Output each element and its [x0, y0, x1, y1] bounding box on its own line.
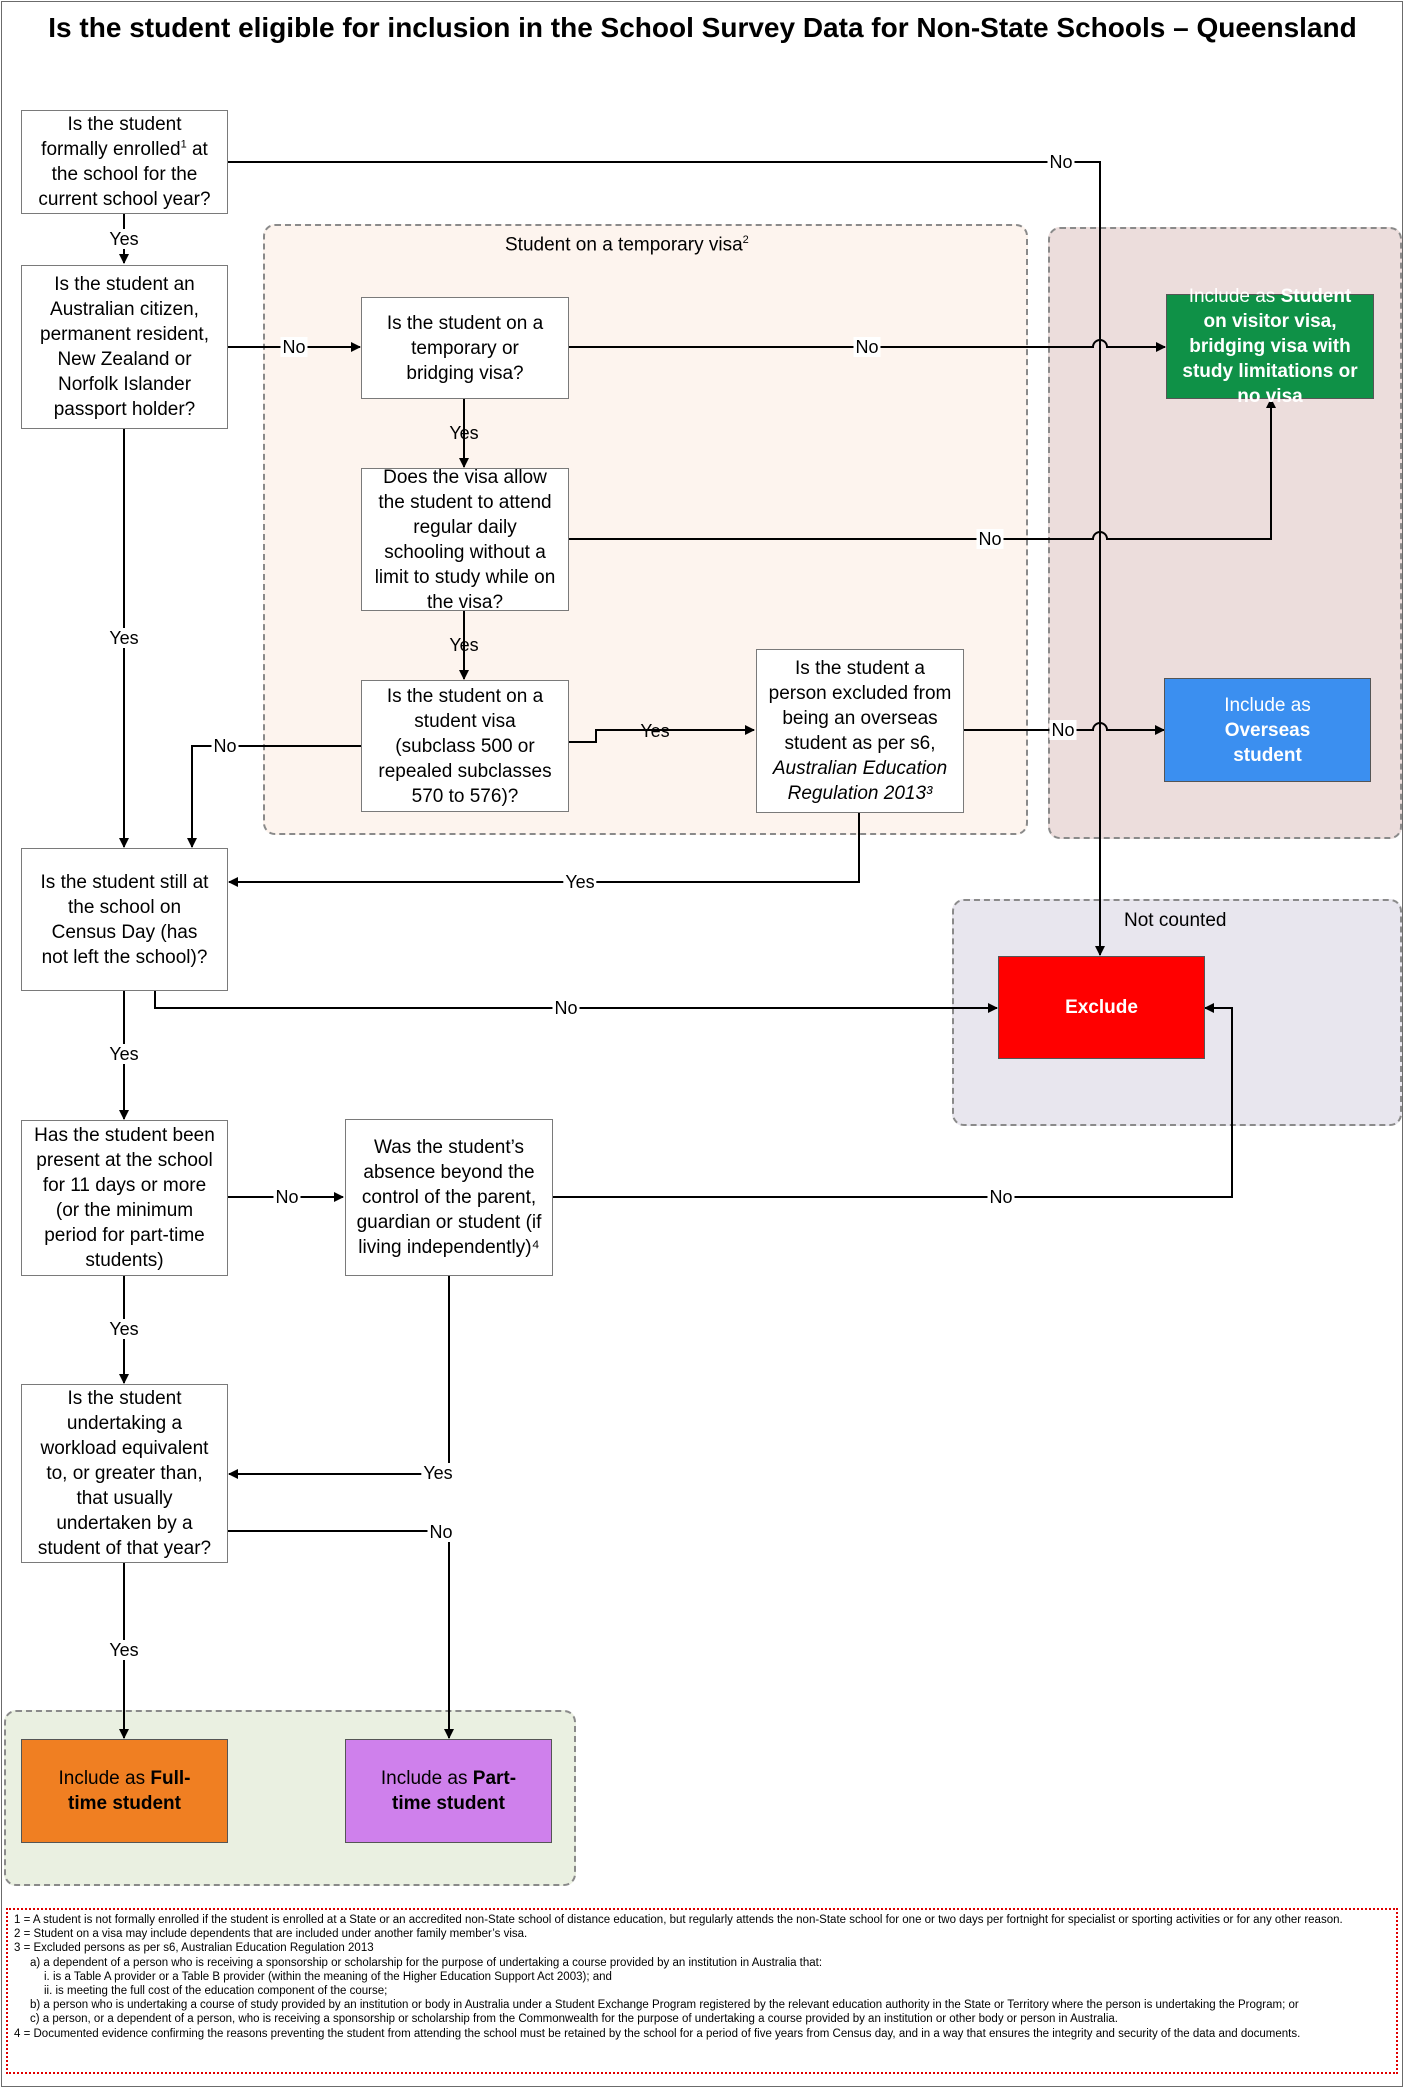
label-q5-no: No	[211, 736, 239, 756]
question-temporary-visa: Is the student on a temporary or bridgin…	[361, 297, 569, 399]
outcome-part-time: Include as Part-time student	[345, 1739, 552, 1843]
question-student-visa: Is the student on a student visa (subcla…	[361, 680, 569, 812]
question-absence-beyond-control: Was the student’s absence beyond the con…	[345, 1119, 553, 1276]
label-q7-yes: Yes	[107, 1044, 141, 1064]
footnotes: 1 = A student is not formally enrolled i…	[6, 1908, 1398, 2074]
edge-q6-overseas	[963, 722, 1165, 735]
question-excluded-overseas: Is the student a person excluded from be…	[756, 649, 964, 813]
label-q10-no: No	[427, 1522, 455, 1542]
label-q4-yes: Yes	[449, 635, 479, 655]
label-q6-yes: Yes	[563, 872, 597, 892]
label-q1-no: No	[1047, 152, 1075, 172]
region-not-counted-label: Not counted	[1124, 910, 1227, 931]
label-q5-yes: Yes	[640, 721, 670, 741]
label-q10-yes: Yes	[107, 1640, 141, 1660]
footnote-3c: c) a person, or a dependent of a person,…	[30, 2013, 1119, 2026]
footnote-3a-i: i. is a Table A provider or a Table B pr…	[44, 1970, 612, 1983]
label-q4-no: No	[976, 529, 1004, 549]
question-present-11-days: Has the student been present at the scho…	[21, 1120, 228, 1276]
edge-q7-exclude	[154, 990, 998, 1013]
label-q6-no: No	[1049, 720, 1077, 740]
label-q3-yes: Yes	[449, 423, 479, 443]
footnote-4: 4 = Documented evidence confirming the r…	[14, 2027, 1301, 2040]
footnote-3: 3 = Excluded persons as per s6, Australi…	[14, 1942, 374, 1955]
footnote-1: 1 = A student is not formally enrolled i…	[14, 1914, 1343, 1926]
edge-q5-q7	[187, 745, 361, 848]
question-census-day: Is the student still at the school on Ce…	[21, 848, 228, 991]
edge-q10-parttime	[227, 1530, 454, 1739]
outcome-full-time: Include as Full-time student	[21, 1739, 228, 1843]
label-q9-no: No	[987, 1187, 1015, 1207]
footnote-3a-ii: ii. is meeting the full cost of the educ…	[44, 1985, 388, 1998]
outcome-overseas-student: Include as Overseas student	[1164, 678, 1371, 782]
edge-q3-visitor	[568, 339, 1166, 352]
footnote-3a: a) a dependent of a person who is receiv…	[30, 1956, 823, 1969]
outcome-visitor-visa: Include as Student on visitor visa, brid…	[1166, 286, 1374, 407]
label-q9-yes: Yes	[421, 1463, 455, 1483]
label-q2-no: No	[280, 337, 308, 357]
question-visa-allows-schooling: Does the visa allow the student to atten…	[361, 467, 569, 613]
edge-q4-visitor	[568, 398, 1276, 540]
regulation-reference: Australian Education Regulation 2013³	[772, 758, 948, 804]
question-excluded-overseas-text: Is the student a person excluded from be…	[768, 658, 952, 754]
region-temporary-visa-label: Student on a temporary visa2	[505, 234, 749, 256]
page-title: Is the student eligible for inclusion in…	[48, 12, 1357, 43]
label-q8-yes: Yes	[107, 1319, 141, 1339]
question-workload: Is the student undertaking a workload eq…	[21, 1384, 228, 1563]
outcome-exclude: Exclude	[998, 956, 1205, 1059]
edge-q9-q10	[228, 1275, 450, 1479]
footnote-2: 2 = Student on a visa may include depend…	[14, 1928, 528, 1941]
label-q3-no: No	[853, 337, 881, 357]
footnote-3b: b) a person who is undertaking a course …	[30, 1999, 1299, 2012]
label-q7-no: No	[552, 998, 580, 1018]
label-q2-yes: Yes	[107, 628, 141, 648]
edge-q9-exclude	[552, 1003, 1233, 1198]
label-q1-yes: Yes	[107, 229, 141, 249]
edge-q1-exclude	[227, 161, 1105, 956]
edge-q5-q6	[568, 725, 755, 743]
label-q8-no: No	[273, 1187, 301, 1207]
question-citizenship: Is the student an Australian citizen, pe…	[21, 265, 228, 429]
edge-q6-q7	[228, 812, 860, 887]
